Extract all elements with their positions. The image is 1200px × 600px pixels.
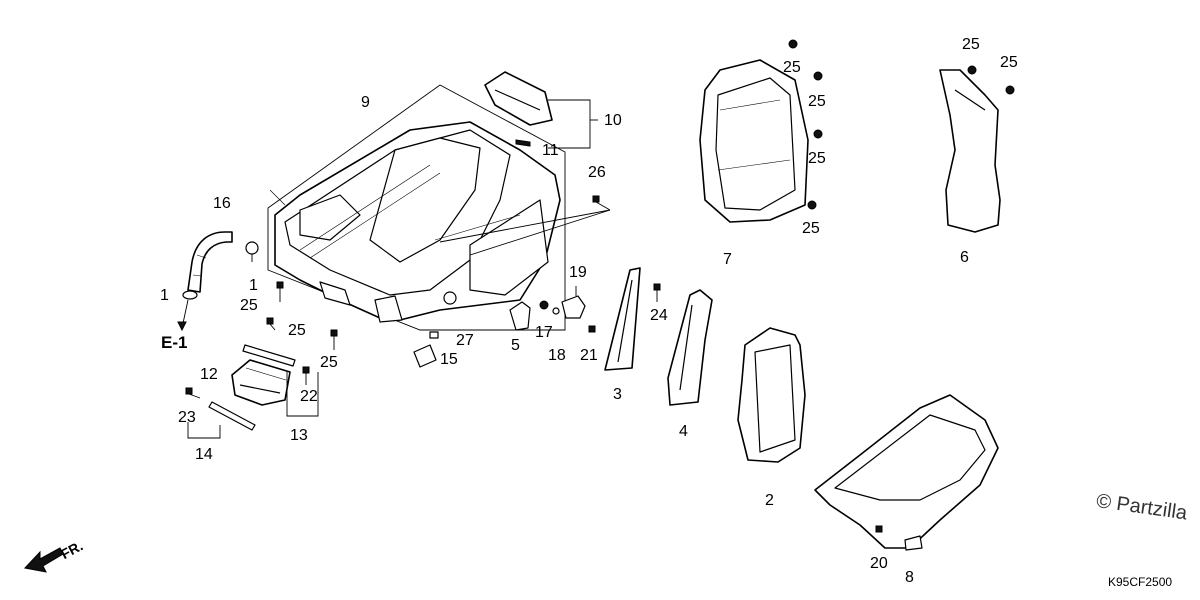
callout-14: 14 <box>195 446 213 463</box>
callout-18: 18 <box>548 347 566 364</box>
part-20-screw[interactable] <box>875 525 883 533</box>
part-10-cover[interactable] <box>484 71 598 149</box>
callout-25-c: 25 <box>320 354 338 371</box>
part-25-nut-6a[interactable] <box>967 65 977 75</box>
part-27-plug[interactable] <box>429 331 439 339</box>
callout-17: 17 <box>535 324 553 341</box>
part-9-air-cleaner-case[interactable] <box>267 84 566 331</box>
callout-25-g: 25 <box>802 220 820 237</box>
callout-27: 27 <box>456 332 474 349</box>
front-direction-arrow-icon <box>24 547 64 573</box>
callout-20: 20 <box>870 555 888 572</box>
part-17-grommet[interactable] <box>539 300 549 310</box>
callout-25-d: 25 <box>783 59 801 76</box>
part-25-nut-7c[interactable] <box>813 129 823 139</box>
callout-1-a: 1 <box>160 287 169 304</box>
callout-16: 16 <box>213 195 231 212</box>
part-22-screw[interactable] <box>302 366 310 385</box>
callout-26: 26 <box>588 164 606 181</box>
callout-6: 6 <box>960 249 969 266</box>
e1-reference-arrow <box>177 299 189 332</box>
part-19-sensor[interactable] <box>561 286 586 319</box>
part-13-band[interactable] <box>242 344 319 417</box>
callout-8: 8 <box>905 569 914 586</box>
part-1-clamp-a[interactable] <box>182 290 198 300</box>
callout-7: 7 <box>723 251 732 268</box>
callout-15: 15 <box>440 351 458 368</box>
callout-13: 13 <box>290 427 308 444</box>
part-8-air-cleaner-cover[interactable] <box>814 394 999 551</box>
part-25-screw-left-a[interactable] <box>276 281 284 302</box>
callout-10: 10 <box>604 112 622 129</box>
part-6-seal-cover[interactable] <box>939 69 1001 233</box>
callout-1-b: 1 <box>249 277 258 294</box>
part-16-drain-hose[interactable] <box>187 231 233 293</box>
e1-reference-label: E-1 <box>161 333 188 352</box>
callout-25-a: 25 <box>240 297 258 314</box>
part-25-screw-left-b[interactable] <box>266 317 276 331</box>
callout-22: 22 <box>300 388 318 405</box>
part-11-clip[interactable] <box>515 139 531 147</box>
part-1-clamp-b[interactable] <box>245 241 259 262</box>
part-18-washer[interactable] <box>552 307 560 315</box>
callout-3: 3 <box>613 386 622 403</box>
callout-25-i: 25 <box>1000 54 1018 71</box>
part-15-tube[interactable] <box>413 344 437 368</box>
part-2-air-cleaner-element[interactable] <box>737 327 806 463</box>
callout-23: 23 <box>178 409 196 426</box>
part-25-nut-7b[interactable] <box>813 71 823 81</box>
part-21-screw[interactable] <box>588 325 596 333</box>
callout-5: 5 <box>511 337 520 354</box>
diagram-code: K95CF2500 <box>1108 575 1173 589</box>
callout-25-f: 25 <box>808 150 826 167</box>
part-14-band[interactable] <box>187 401 256 439</box>
callout-12: 12 <box>200 366 218 383</box>
callout-21: 21 <box>580 347 598 364</box>
part-12-connecting-tube[interactable] <box>231 359 291 406</box>
part-23-screw[interactable] <box>185 387 201 399</box>
part-25-nut-6b[interactable] <box>1005 85 1015 95</box>
part-5-bracket[interactable] <box>509 301 531 331</box>
callout-25-b: 25 <box>288 322 306 339</box>
callout-25-e: 25 <box>808 93 826 110</box>
callout-24: 24 <box>650 307 668 324</box>
part-26-grommet[interactable] <box>439 195 611 256</box>
callout-19: 19 <box>569 264 587 281</box>
part-24-screw[interactable] <box>653 283 661 302</box>
part-25-nut-7a[interactable] <box>788 39 798 49</box>
part-25-nut-7d[interactable] <box>807 200 817 210</box>
part-25-screw-left-c[interactable] <box>330 329 338 350</box>
part-3-seal-strip[interactable] <box>604 267 641 371</box>
callout-4: 4 <box>679 423 688 440</box>
callout-2: 2 <box>765 492 774 509</box>
callout-9: 9 <box>361 94 370 111</box>
callout-11: 11 <box>542 142 559 159</box>
part-4-element-holder[interactable] <box>667 289 713 406</box>
callout-25-h: 25 <box>962 36 980 53</box>
part-7-element-frame[interactable] <box>699 59 809 223</box>
